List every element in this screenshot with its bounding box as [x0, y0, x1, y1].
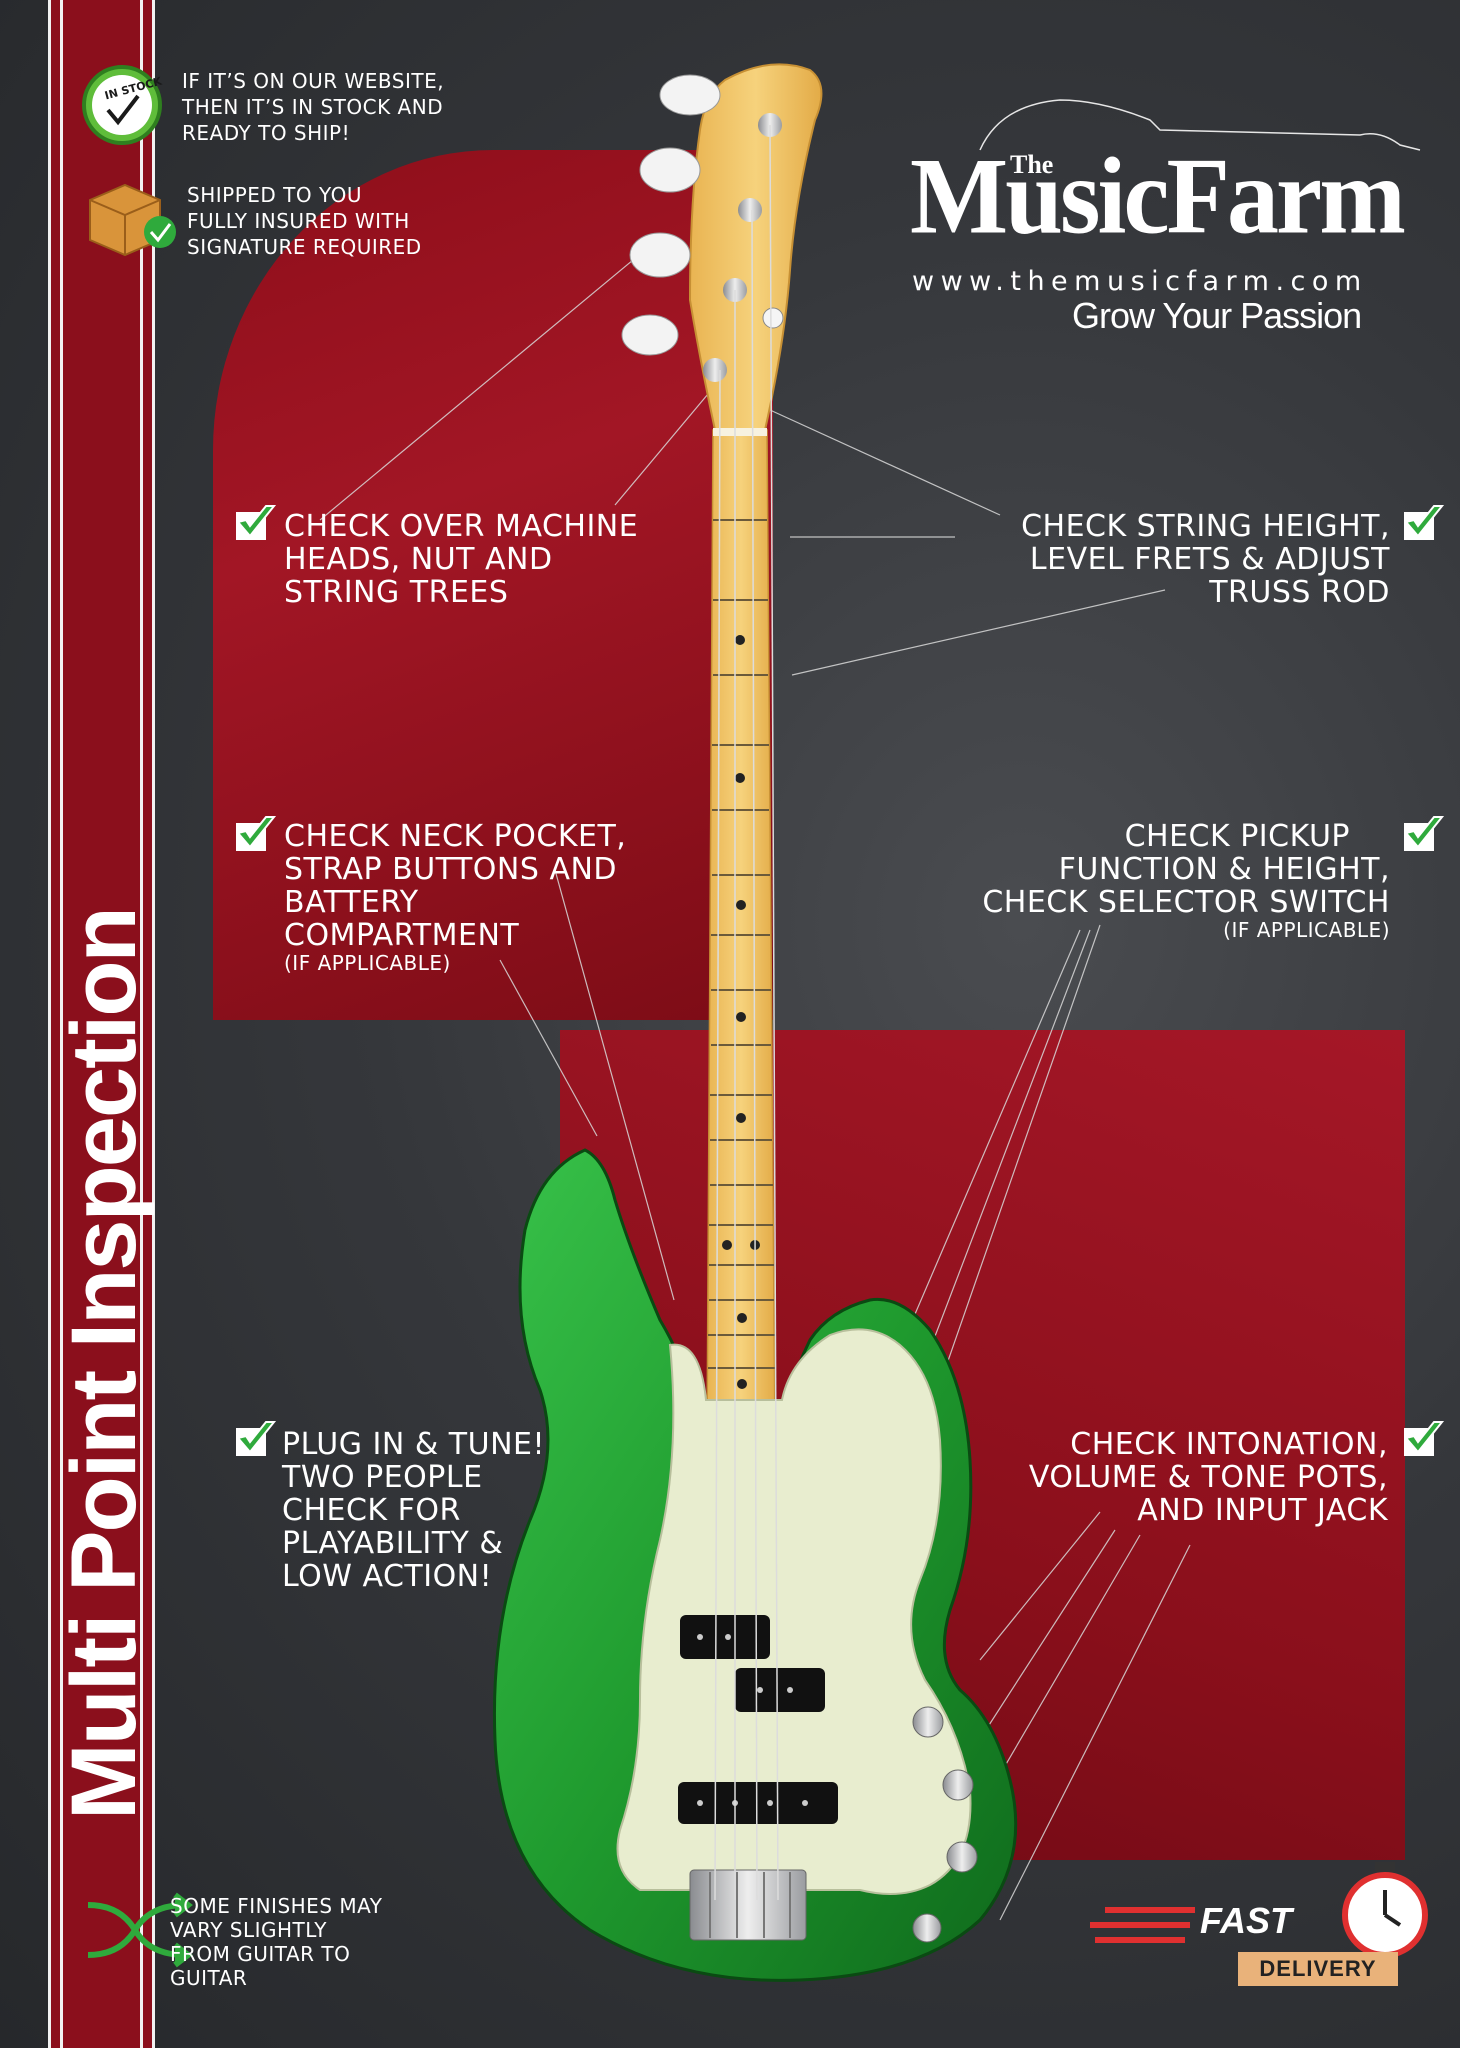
- shipping-note-line: SIGNATURE REQUIRED: [187, 235, 422, 259]
- check-line: STRING TREES: [284, 575, 509, 610]
- side-stripe: [140, 0, 143, 2048]
- check-line: FUNCTION & HEIGHT,: [1058, 852, 1390, 887]
- check-plug-in: PLUG IN & TUNE! TWO PEOPLE CHECK FOR PLA…: [282, 1428, 545, 1593]
- shipping-note-line: FULLY INSURED WITH: [187, 209, 410, 233]
- shipping-note-line: SHIPPED TO YOU: [187, 183, 362, 207]
- check-line: COMPARTMENT: [284, 918, 520, 953]
- check-line: CHECK NECK POCKET,: [284, 819, 627, 854]
- pickups: [678, 1615, 838, 1824]
- logo-url: www.themusicfarm.com: [912, 266, 1368, 297]
- check-line: STRAP BUTTONS AND: [284, 852, 618, 887]
- check-line: PLAYABILITY &: [282, 1526, 504, 1561]
- check-line: TWO PEOPLE: [282, 1460, 483, 1495]
- check-line: BATTERY: [284, 885, 419, 920]
- finish-note-line: GUITAR: [170, 1966, 248, 1990]
- check-line: PLUG IN & TUNE!: [282, 1427, 546, 1462]
- check-line: AND INPUT JACK: [1137, 1493, 1388, 1528]
- logo-the: The: [1010, 150, 1054, 179]
- stock-note-line: READY TO SHIP!: [182, 121, 351, 145]
- frets: [708, 519, 775, 1401]
- check-line: VOLUME & TONE POTS,: [1028, 1460, 1388, 1495]
- check-note: (IF APPLICABLE): [284, 951, 451, 975]
- stock-note-line: IF IT’S ON OUR WEBSITE,: [182, 69, 445, 93]
- check-note: (IF APPLICABLE): [1223, 918, 1390, 942]
- check-line: LEVEL FRETS & ADJUST: [1029, 542, 1390, 577]
- bridge: [689, 1869, 807, 1941]
- stock-note: IF IT’S ON OUR WEBSITE, THEN IT’S IN STO…: [182, 68, 444, 146]
- strings: [714, 124, 779, 1901]
- finish-variation-icon: [87, 1892, 193, 1968]
- check-line: CHECK STRING HEIGHT,: [1021, 509, 1390, 544]
- check-line: CHECK FOR: [282, 1493, 461, 1528]
- red-panel-top: [213, 150, 773, 1020]
- fret-markers: [722, 635, 760, 1389]
- check-line: CHECK SELECTOR SWITCH: [982, 885, 1390, 920]
- stock-note-line: THEN IT’S IN STOCK AND: [182, 95, 444, 119]
- check-line: TRUSS ROD: [1209, 575, 1390, 610]
- finish-note: SOME FINISHES MAY VARY SLIGHTLY FROM GUI…: [170, 1894, 382, 1990]
- check-neck-pocket: CHECK NECK POCKET, STRAP BUTTONS AND BAT…: [284, 820, 626, 974]
- check-line: CHECK OVER MACHINE: [284, 509, 639, 544]
- control-knobs: [912, 1706, 978, 1943]
- side-stripe: [152, 0, 155, 2048]
- finish-note-line: VARY SLIGHTLY: [170, 1918, 327, 1942]
- shipping-note: SHIPPED TO YOU FULLY INSURED WITH SIGNAT…: [187, 182, 422, 260]
- check-line: CHECK PICKUP: [1124, 819, 1350, 854]
- logo-guitar-outline: [979, 99, 1421, 151]
- logo-tagline: Grow Your Passion: [1072, 295, 1362, 336]
- check-line: LOW ACTION!: [282, 1559, 493, 1594]
- side-stripe: [48, 0, 51, 2048]
- delivery-label: DELIVERY: [1238, 1952, 1398, 1986]
- finish-note-line: SOME FINISHES MAY: [170, 1894, 383, 1918]
- finish-note-line: FROM GUITAR TO: [170, 1942, 351, 1966]
- logo-wordmark: MusicFarm: [910, 136, 1406, 257]
- check-line: HEADS, NUT AND: [284, 542, 553, 577]
- in-stock-icon: [82, 65, 162, 145]
- check-machine-heads: CHECK OVER MACHINE HEADS, NUT AND STRING…: [284, 510, 638, 609]
- check-intonation: CHECK INTONATION, VOLUME & TONE POTS, AN…: [900, 1428, 1388, 1527]
- shipping-box-icon: [89, 183, 176, 257]
- fast-label: FAST: [1200, 1900, 1293, 1941]
- side-stripe: [60, 0, 63, 2048]
- red-side-band: [48, 0, 154, 2048]
- check-line: CHECK INTONATION,: [1070, 1427, 1388, 1462]
- check-string-height: CHECK STRING HEIGHT, LEVEL FRETS & ADJUS…: [900, 510, 1390, 609]
- check-pickup: CHECK PICKUP FUNCTION & HEIGHT, CHECK SE…: [880, 820, 1390, 941]
